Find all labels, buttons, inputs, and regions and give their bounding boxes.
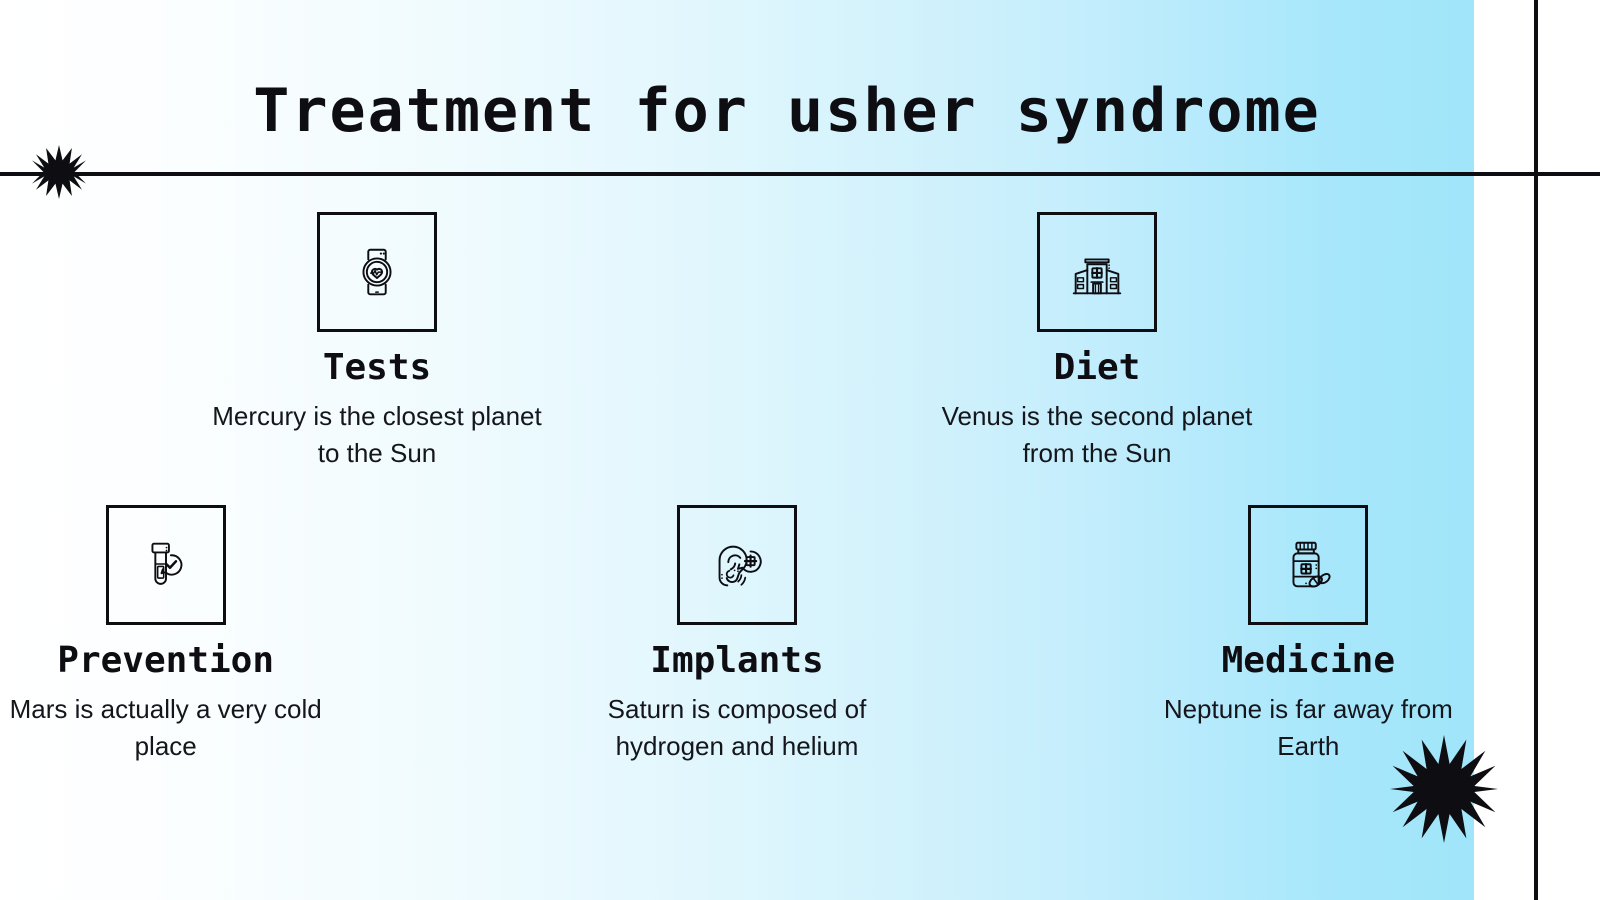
right-vertical-rule xyxy=(1534,0,1538,900)
card-implants[interactable]: Implants Saturn is composed of hydrogen … xyxy=(571,505,902,764)
card-title: Prevention xyxy=(57,640,275,681)
starburst-small-icon xyxy=(32,145,86,199)
icon-box-medicine xyxy=(1248,505,1369,625)
card-tests[interactable]: Tests Mercury is the closest planet to t… xyxy=(197,212,557,471)
card-diet[interactable]: Diet Venus is the second planet from the… xyxy=(917,212,1277,471)
card-description: Neptune is far away from Earth xyxy=(1163,693,1453,761)
icon-box-prevention xyxy=(105,505,226,625)
card-title: Diet xyxy=(1053,347,1141,388)
icon-box-diet xyxy=(1037,212,1157,332)
card-title: Implants xyxy=(650,640,824,681)
smartwatch-heartrate-icon xyxy=(362,248,392,296)
pill-bottle-icon xyxy=(1292,541,1331,588)
card-description: Saturn is composed of hydrogen and heliu… xyxy=(607,693,867,761)
card-row-bottom: Prevention Mars is actually a very cold … xyxy=(0,505,1474,764)
header-horizontal-rule xyxy=(0,172,1600,176)
hospital-building-icon xyxy=(1072,258,1122,295)
icon-box-tests xyxy=(317,212,437,332)
ear-hearing-aid-icon xyxy=(718,545,762,587)
page-title: Treatment for usher syndrome xyxy=(253,76,1321,146)
card-description: Venus is the second planet from the Sun xyxy=(941,400,1253,468)
gradient-background-panel xyxy=(0,0,1474,900)
card-row-top: Tests Mercury is the closest planet to t… xyxy=(0,212,1474,471)
card-description: Mercury is the closest planet to the Sun xyxy=(212,400,542,468)
card-medicine[interactable]: Medicine Neptune is far away from Earth xyxy=(1143,505,1474,764)
card-description: Mars is actually a very cold place xyxy=(9,693,322,761)
card-title: Tests xyxy=(322,347,432,388)
card-prevention[interactable]: Prevention Mars is actually a very cold … xyxy=(0,505,331,764)
starburst-large-icon xyxy=(1390,735,1498,843)
icon-box-implants xyxy=(676,505,797,625)
card-title: Medicine xyxy=(1221,640,1396,681)
test-tube-check-icon xyxy=(151,542,183,585)
